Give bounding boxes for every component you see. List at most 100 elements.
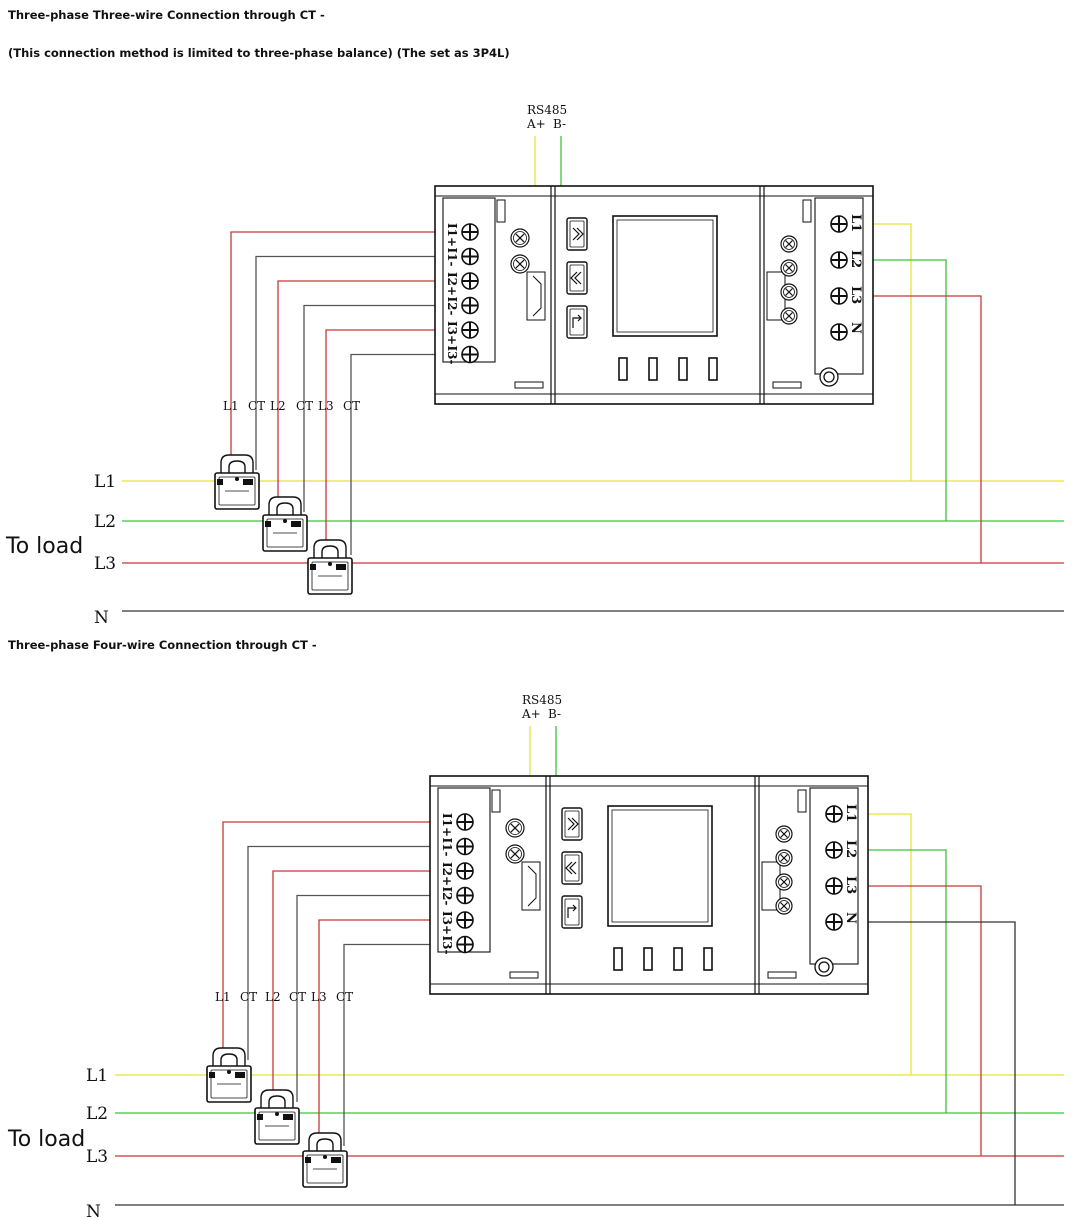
rs485-screw-icon [505,818,525,838]
ct-terminal-label: I3- [440,936,454,955]
line-label-l2: L2 [94,512,116,532]
ct-terminal-label: I2+ [445,272,459,296]
voltage-terminal-label: L2 [843,840,858,858]
led-indicator [648,357,658,381]
terminal-screw-icon [830,215,848,233]
down-arrow-icon [566,261,588,295]
current-transformer-icon [214,454,260,510]
ct-wire [325,329,462,555]
ct-terminal-label: I2- [440,887,454,906]
mounting-hole-icon [819,367,839,387]
ct-wire-label: CT [248,399,265,413]
terminal-screw-icon [461,345,479,364]
terminal-screw-icon [461,296,479,315]
led-indicator [643,947,653,971]
ct-terminal-label: I1- [445,248,459,267]
terminal-screw-icon [461,247,479,266]
led-indicator [613,947,623,971]
line-label-n: N [94,608,109,628]
up-arrow-icon [561,807,583,841]
voltage-terminal-label: L3 [848,286,863,304]
to-load-label: To load [7,1127,85,1152]
line-label-l3: L3 [94,554,116,574]
ct-wire [255,255,462,470]
voltage-wire-n [842,921,1016,1205]
rs485-screw-icon [780,235,798,253]
ct-terminal-label: I3- [445,346,459,365]
voltage-terminal-label: L1 [843,804,858,822]
rs485-a-label: A+ [526,117,546,131]
ct-wire-label: CT [343,399,360,413]
rs485-screw-icon [780,259,798,277]
terminal-screw-icon [830,287,848,305]
ct-wire [230,231,462,470]
voltage-terminal-block [809,787,859,965]
rs485-screw-icon [775,897,793,915]
voltage-wire-l2 [842,849,947,1113]
led-indicator [618,357,628,381]
mounting-hole-icon [814,957,834,977]
voltage-wire-l3 [842,885,982,1156]
terminal-screw-icon [456,911,474,929]
ct-wire-label: CT [336,990,353,1004]
led-indicator [708,357,718,381]
line-label-l3: L3 [86,1147,108,1167]
led-indicator [703,947,713,971]
terminal-screw-icon [825,841,843,859]
rs485-b-label: B- [553,117,566,131]
lcd-screen [607,805,713,927]
ct-wire [272,870,457,1102]
line-label-l1: L1 [86,1066,108,1086]
terminal-screw-icon [461,321,479,339]
ct-wire-label: CT [240,990,257,1004]
terminal-screw-icon [456,837,474,856]
terminal-screw-icon [825,913,843,931]
rs485-screw-icon [505,844,525,864]
ct-wire-label: L3 [318,399,334,413]
ct-wire [303,304,462,512]
ct-wire [343,943,457,1146]
rs485-screw-icon [775,825,793,843]
ct-terminal-label: I2- [445,297,459,316]
voltage-terminal-block [814,197,864,375]
ct-wire-label: L2 [270,399,286,413]
voltage-terminal-label: L3 [843,876,858,894]
ct-wire [247,845,457,1060]
rs485-screw-icon [775,873,793,891]
voltage-terminal-label: L1 [848,214,863,232]
ct-wire [277,280,462,512]
current-transformer-icon [254,1089,300,1145]
voltage-terminal-label: N [848,322,863,334]
terminal-screw-icon [456,813,474,831]
rs485-label: RS485 [527,103,567,117]
terminal-screw-icon [830,251,848,269]
current-transformer-icon [262,496,308,552]
ct-wire-label: L2 [265,990,281,1004]
terminal-screw-icon [461,272,479,290]
line-label-l2: L2 [86,1104,108,1124]
ct-wire [222,821,457,1060]
ct-terminal-label: I2+ [440,862,454,886]
terminal-screw-icon [461,223,479,241]
rs485-screw-icon [780,307,798,325]
rs485-label: RS485 [522,693,562,707]
terminal-screw-icon [456,886,474,905]
led-indicator [678,357,688,381]
ct-terminal-label: I1- [440,838,454,857]
rs485-screw-icon [780,283,798,301]
ct-wire [318,919,457,1146]
ct-terminal-label: I3+ [445,321,459,345]
terminal-screw-icon [830,323,848,341]
to-load-label: To load [5,534,83,559]
ct-terminal-label: I1+ [445,223,459,247]
lcd-screen [612,215,718,337]
ct-wire-label: CT [289,990,306,1004]
rs485-b-label: B- [548,707,561,721]
ct-wire-label: L3 [311,990,327,1004]
terminal-screw-icon [456,862,474,880]
rs485-screw-icon [510,228,530,248]
